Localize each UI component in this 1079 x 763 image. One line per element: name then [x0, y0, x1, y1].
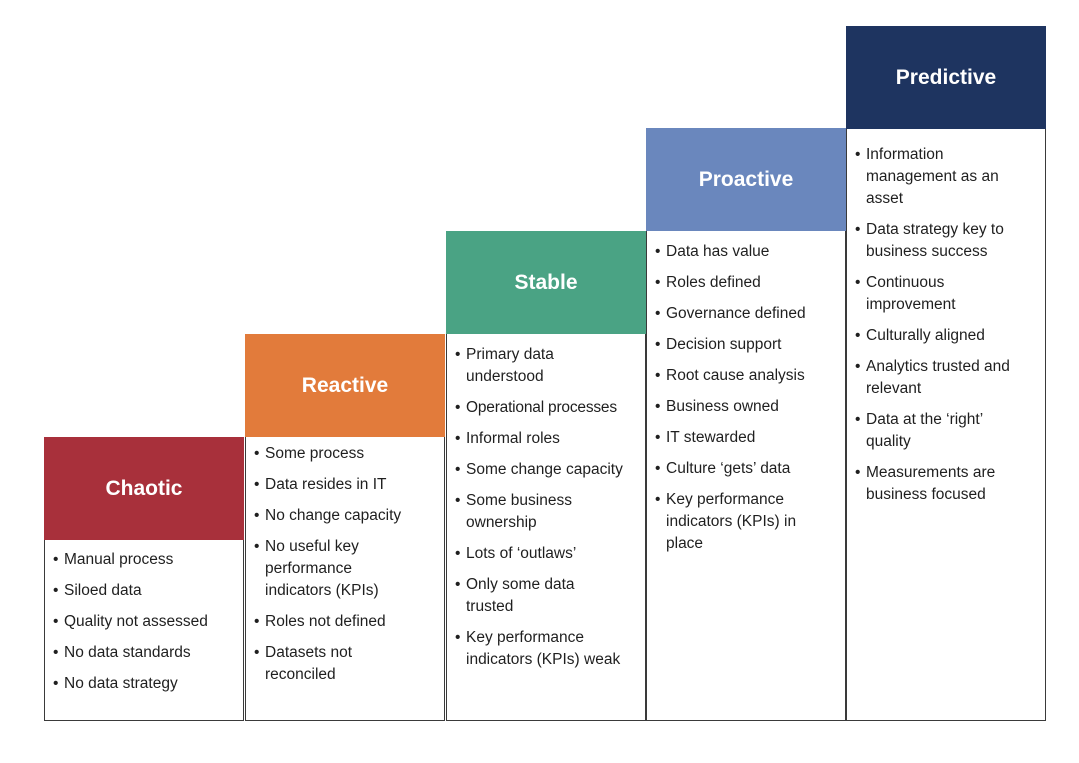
stage-items: Data has value Roles defined Governance …: [655, 241, 839, 555]
stage-proactive: Proactive Data has value Roles defined G…: [646, 128, 846, 721]
list-item: Operational processes: [455, 397, 643, 419]
list-item: Continuous improvement: [855, 272, 986, 316]
list-item: Some process: [254, 443, 440, 465]
stage-body: Some process Data resides in IT No chang…: [245, 437, 445, 721]
stage-header: Chaotic: [44, 437, 244, 540]
list-item: Primary data understood: [455, 344, 581, 388]
stage-body: Manual process Siloed data Quality not a…: [44, 540, 244, 721]
list-item: No useful key performance indicators (KP…: [254, 536, 395, 602]
list-item: Decision support: [655, 334, 839, 356]
stage-reactive: Reactive Some process Data resides in IT…: [245, 334, 445, 721]
stage-title: Chaotic: [105, 476, 183, 500]
stage-header: Proactive: [646, 128, 846, 231]
stage-items: Information management as an asset Data …: [855, 144, 1041, 506]
list-item: IT stewarded: [655, 427, 839, 449]
list-item: Some change capacity: [455, 459, 643, 481]
list-item: No data strategy: [53, 673, 237, 695]
stage-chaotic: Chaotic Manual process Siloed data Quali…: [44, 437, 244, 721]
list-item: Only some data trusted: [455, 574, 601, 618]
list-item: Analytics trusted and relevant: [855, 356, 1016, 400]
list-item: Roles not defined: [254, 611, 440, 633]
list-item: Roles defined: [655, 272, 839, 294]
stage-title: Proactive: [698, 167, 794, 191]
list-item: No data standards: [53, 642, 237, 664]
stage-items: Some process Data resides in IT No chang…: [254, 443, 440, 686]
stage-items: Manual process Siloed data Quality not a…: [53, 549, 237, 695]
list-item: Some business ownership: [455, 490, 601, 534]
stage-title: Reactive: [301, 373, 389, 397]
list-item: Key performance indicators (KPIs) weak: [455, 627, 646, 671]
list-item: Root cause analysis: [655, 365, 839, 387]
stage-header: Predictive: [846, 26, 1046, 129]
stage-body: Information management as an asset Data …: [846, 129, 1046, 721]
list-item: Business owned: [655, 396, 839, 418]
list-item: Data has value: [655, 241, 839, 263]
stage-header: Stable: [446, 231, 646, 334]
list-item: Culturally aligned: [855, 325, 1041, 347]
list-item: Siloed data: [53, 580, 237, 602]
stage-header: Reactive: [245, 334, 445, 437]
list-item: Manual process: [53, 549, 237, 571]
stage-predictive: Predictive Information management as an …: [846, 26, 1046, 721]
list-item: Governance defined: [655, 303, 839, 325]
stage-title: Stable: [514, 270, 578, 294]
stage-body: Data has value Roles defined Governance …: [646, 231, 846, 721]
list-item: Data at the ‘right’ quality: [855, 409, 1011, 453]
list-item: Culture ‘gets’ data: [655, 458, 839, 480]
stage-title: Predictive: [895, 65, 997, 89]
list-item: Quality not assessed: [53, 611, 237, 633]
stage-body: Primary data understood Operational proc…: [446, 334, 646, 721]
list-item: Data resides in IT: [254, 474, 440, 496]
list-item: Lots of ‘outlaws’: [455, 543, 643, 565]
list-item: Key performance indicators (KPIs) in pla…: [655, 489, 816, 555]
list-item: Information management as an asset: [855, 144, 1006, 210]
list-item: No change capacity: [254, 505, 440, 527]
list-item: Datasets not reconciled: [254, 642, 385, 686]
stage-stable: Stable Primary data understood Operation…: [446, 231, 646, 721]
list-item: Informal roles: [455, 428, 643, 450]
list-item: Data strategy key to business success: [855, 219, 1041, 263]
stage-items: Primary data understood Operational proc…: [455, 344, 643, 671]
list-item: Measurements are business focused: [855, 462, 1031, 506]
